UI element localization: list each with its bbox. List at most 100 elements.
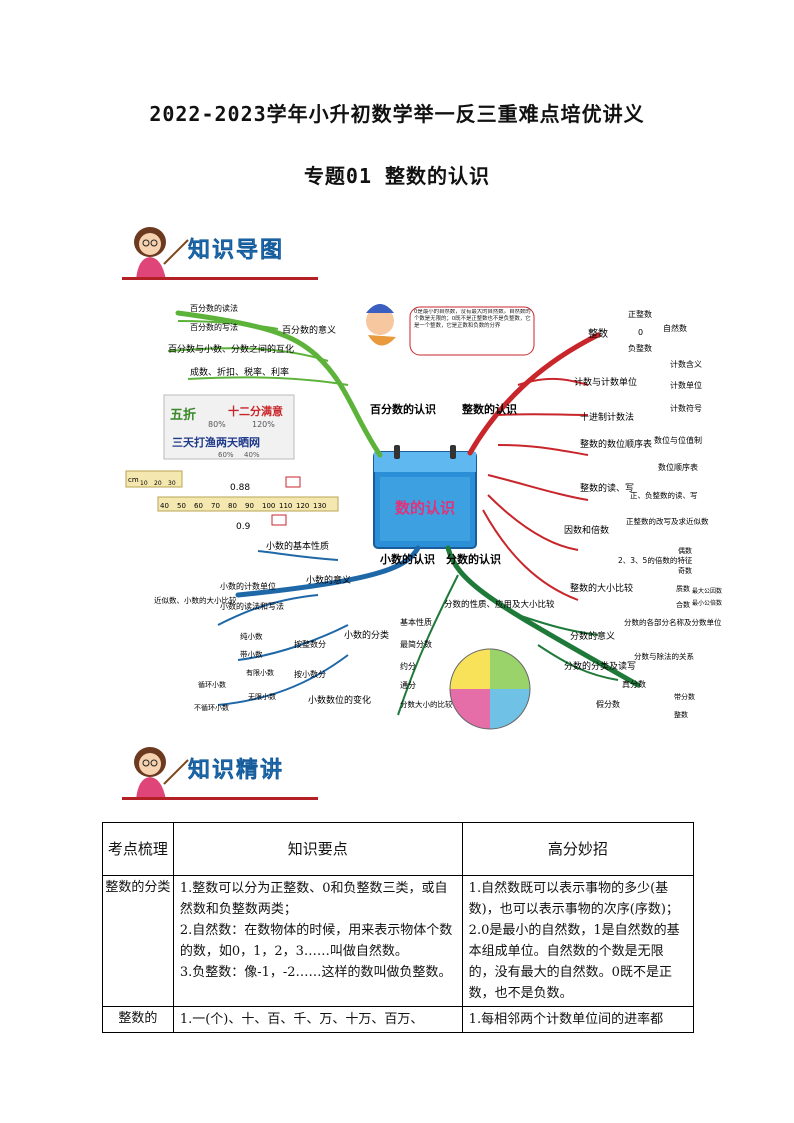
mm-label: 计数符号 [670, 403, 702, 413]
section-label-lecture: 知识精讲 [188, 758, 285, 783]
ruler-label: 0.88 [230, 483, 250, 493]
table-row: 整数的 1.一(个)、十、百、千、万、十万、百万、 1.每相邻两个计数单位间的进… [102, 1006, 695, 1033]
ruler-tick: 60 [194, 502, 203, 510]
section-label-map: 知识导图 [188, 238, 285, 263]
mm-label: 分数大小的比较 [400, 699, 453, 709]
ruler-unit: cm [128, 476, 139, 484]
ruler-tick: 100 [262, 502, 275, 510]
mm-label: 整数的数位顺序表 [580, 438, 652, 450]
doc-title: 2022-2023学年小升初数学举一反三重难点培优讲义 [149, 102, 645, 126]
mm-label: 小数的意义 [306, 574, 351, 586]
ruler: cm 0.88 0.9 [125, 470, 339, 532]
mm-label: 基本性质 [400, 617, 432, 627]
center-node: 数的认识 [373, 445, 477, 549]
mm-label: 因数和倍数 [564, 524, 609, 536]
mm-label: 纯小数 [240, 631, 263, 641]
mm-label: 正整数的改写及求近似数 [626, 516, 709, 526]
mm-label: 成数、折扣、税率、利率 [190, 366, 289, 378]
mm-label: 最大公因数 [692, 587, 722, 595]
mm-label: 计数单位 [670, 380, 702, 390]
mm-label: 循环小数 [198, 680, 226, 689]
mm-label: 分数与除法的关系 [634, 651, 694, 661]
table-cell-topic: 整数的 [102, 1006, 174, 1033]
ruler-tick: 20 [154, 480, 162, 487]
mm-label: 计数含义 [670, 359, 702, 369]
mm-label: 按小数分 [294, 669, 326, 679]
mm-label: 分数的意义 [570, 630, 615, 642]
mm-label: 整数的大小比较 [570, 582, 633, 594]
mm-label: 负整数 [628, 343, 652, 353]
mm-label: 小数的分类 [344, 629, 389, 641]
board-text: 十二分满意 [228, 404, 283, 418]
mm-branch-label: 百分数的认识 [370, 402, 436, 416]
mm-label: 百分数的读法 [190, 303, 238, 313]
mm-label: 小数的计数单位 [220, 581, 276, 591]
mm-label: 有限小数 [246, 668, 274, 677]
mm-label: 分数的各部分名称及分数单位 [624, 617, 722, 627]
mm-label: 小数数位的变化 [308, 694, 371, 706]
ruler-tick: 110 [279, 502, 292, 510]
mm-branch-label: 整数的认识 [461, 402, 517, 416]
ruler-tick: 50 [177, 502, 186, 510]
mm-label: 带分数 [674, 692, 695, 701]
ruler-tick: 10 [140, 480, 148, 487]
mm-label: 百分数的意义 [282, 324, 336, 336]
board-text: 80% [208, 420, 226, 429]
teacher-icon [134, 227, 189, 280]
section-banner-map: 知识导图 [122, 222, 318, 284]
doc-subtitle: 专题01 整数的认识 [303, 164, 491, 188]
mm-label: 通分 [400, 680, 416, 690]
note-bubble: 0是最小的自然数，没有最大的自然数。自然数的个数是无限的；0既不是正整数也不是负… [409, 306, 535, 356]
mm-label: 小数的读法和写法 [220, 601, 284, 611]
mm-label: 约分 [400, 661, 416, 671]
table-header: 知识要点 [172, 822, 463, 876]
mm-label: 合数 [676, 600, 690, 609]
mm-label: 按整数分 [294, 639, 326, 649]
ruler-tick: 40 [160, 502, 169, 510]
mm-label: 整数的读、写 [580, 482, 634, 494]
section-underline [122, 277, 318, 280]
table-cell-points: 1.整数可以分为正整数、0和负整数三类，或自然数和负整数两类； 2.自然数：在数… [172, 875, 463, 1007]
ruler-tick: 70 [211, 502, 220, 510]
mm-label: 最简分数 [400, 639, 432, 649]
mm-branch-label: 分数的认识 [446, 552, 501, 566]
mm-label: 分数的分类及读写 [564, 660, 636, 672]
mm-label: 无限小数 [248, 692, 276, 701]
section-underline [122, 797, 318, 800]
table-cell-tips: 1.每相邻两个计数单位间的进率都 [461, 1006, 695, 1033]
section-banner-lecture: 知识精讲 [122, 742, 318, 804]
mm-label: 偶数 [678, 546, 692, 555]
mm-label: 数位顺序表 [658, 462, 698, 472]
mm-label: 百分数与小数、分数之间的互化 [168, 343, 294, 355]
table-header-row: 考点梳理 知识要点 高分妙招 [102, 822, 695, 876]
table-cell-topic: 整数的分类 [102, 875, 174, 1007]
teacher-icon [134, 747, 189, 800]
table-cell-points: 1.一(个)、十、百、千、万、十万、百万、 [172, 1006, 463, 1033]
ruler-label: 0.9 [236, 522, 251, 532]
mm-label: 质数 [676, 584, 690, 593]
mm-label: 0 [638, 328, 643, 337]
table-header: 考点梳理 [102, 822, 174, 876]
ruler-tick: 120 [296, 502, 309, 510]
mm-label: 整数 [674, 710, 688, 719]
mm-label: 最小公倍数 [692, 599, 722, 607]
percent-board: 五折 十二分满意 80% 120% 三天打渔两天晒网 60% 40% [163, 394, 295, 460]
mm-label: 正、负整数的读、写 [630, 490, 698, 500]
mm-label: 整数 [588, 327, 608, 340]
board-text: 60% [218, 451, 234, 459]
knowledge-table: 考点梳理 知识要点 高分妙招 整数的分类 1.整数可以分为正整数、0和负整数三类… [102, 822, 695, 1033]
board-text: 五折 [170, 407, 196, 423]
mm-label: 奇数 [678, 566, 692, 575]
mm-label: 十进制计数法 [580, 411, 634, 423]
mm-label: 带小数 [240, 649, 263, 659]
table-cell-tips: 1.自然数既可以表示事物的多少(基数)，也可以表示事物的次序(序数)； 2.0是… [461, 875, 695, 1007]
center-label: 数的认识 [395, 499, 455, 517]
fraction-pie [449, 648, 531, 730]
mm-label: 数位与位值制 [654, 435, 702, 445]
board-text: 三天打渔两天晒网 [172, 435, 260, 449]
mm-label: 近似数、小数的大小比较 [154, 595, 237, 605]
mm-label: 2、3、5的倍数的特征 [618, 555, 693, 565]
mm-label: 自然数 [663, 323, 687, 333]
ruler-tick: 30 [168, 480, 176, 487]
cartoon-character [366, 304, 396, 346]
